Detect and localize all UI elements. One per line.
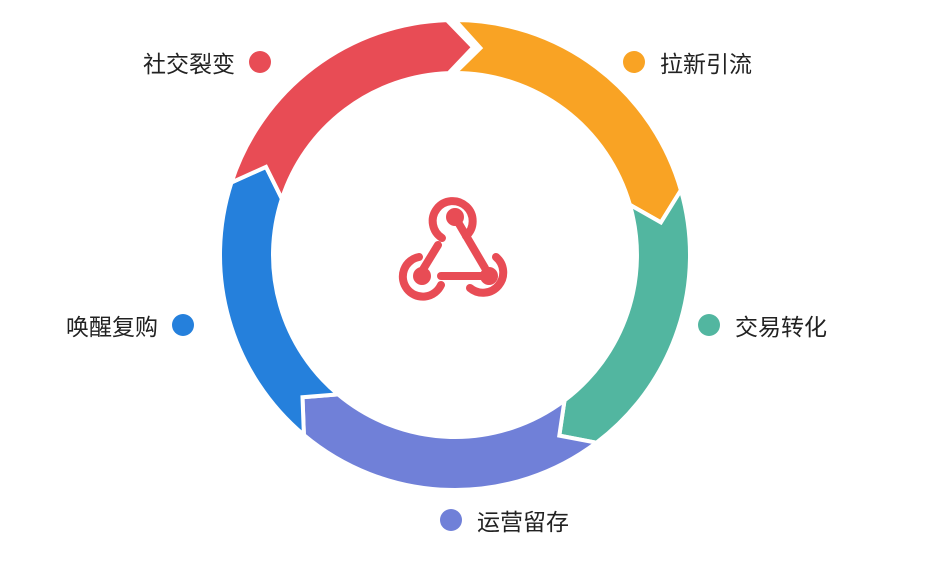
stage-label-4: 唤醒复购 (66, 308, 194, 342)
stage-dot (172, 314, 194, 336)
stage-text: 拉新引流 (660, 52, 752, 78)
ring-segment-4 (218, 164, 344, 440)
stage-text: 唤醒复购 (66, 315, 158, 341)
ring-segment-3 (300, 392, 602, 493)
ring-segment-1 (450, 17, 684, 226)
stage-label-1: 拉新引流 (623, 45, 752, 79)
stage-label-2: 交易转化 (698, 308, 827, 342)
ring-segment-5 (228, 18, 476, 205)
webhook-icon (398, 197, 508, 301)
stage-dot (698, 314, 720, 336)
ring-segment-2 (557, 185, 692, 445)
stage-text: 交易转化 (735, 315, 827, 341)
stage-dot (440, 509, 462, 531)
stage-text: 社交裂变 (143, 52, 235, 78)
stage-text: 运营留存 (477, 510, 569, 536)
stage-label-3: 运营留存 (440, 503, 569, 537)
stage-dot (623, 51, 645, 73)
stage-dot (249, 51, 271, 73)
stage-label-5: 社交裂变 (143, 45, 271, 79)
